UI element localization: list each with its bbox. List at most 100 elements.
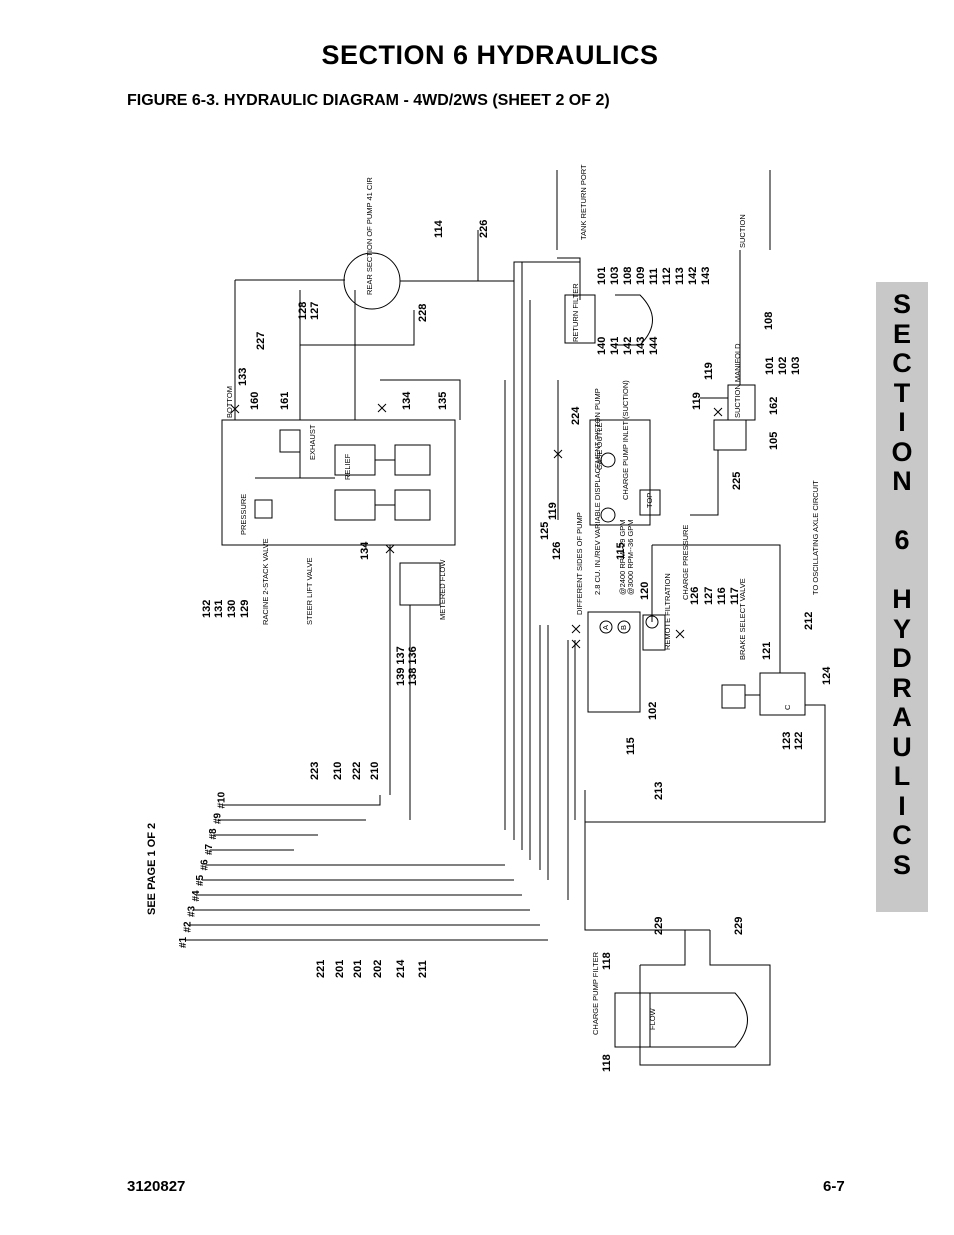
callout-number: 123 [781, 732, 793, 750]
diagram-text: @3000 RPM--36 GPM [626, 519, 635, 595]
diagram-text: BRAKE SELECT VALVE [738, 578, 747, 660]
return-filter-tube [615, 294, 653, 346]
tab-letter: Y [892, 613, 911, 644]
page-number: 6-7 [823, 1178, 845, 1195]
callout-number: 142 [622, 337, 634, 355]
suction-manifold-body [727, 384, 756, 421]
callout-number: 210 [332, 762, 344, 780]
callout-number: 103 [609, 267, 621, 285]
figure-title: FIGURE 6-3. HYDRAULIC DIAGRAM - 4WD/2WS … [127, 92, 610, 109]
port-label: #4 [191, 890, 202, 902]
callout-number: 128 [297, 302, 309, 320]
callout-number: 118 [601, 952, 613, 970]
tab-letter: S [892, 289, 911, 319]
line-229b [640, 930, 686, 966]
tab-letter: D [892, 643, 912, 673]
diagram-text: METERED FLOW [438, 559, 447, 620]
callout-number: 138 136 [407, 646, 419, 686]
callout-number: 160 [249, 392, 261, 410]
tab-letter: H [892, 584, 912, 614]
racine-valve-block [221, 419, 456, 546]
tab-letter: S [892, 849, 911, 880]
tab-letter: E [892, 318, 911, 349]
diagram-text: TANK RETURN PORT [579, 164, 588, 240]
callout-number: 139 137 [395, 646, 407, 686]
diagram-text: CHARGE PUMP INLET (SUCTION) [621, 380, 630, 500]
tank-return-line [557, 257, 581, 300]
diagram-text: @2400 RPM--29 GPM [618, 519, 627, 595]
callout-number: 134 [359, 541, 371, 560]
callout-number: 140 [596, 337, 608, 355]
tab-letter: T [893, 377, 911, 408]
callout-number: 201 [352, 960, 364, 978]
tab-letter: C [892, 820, 912, 850]
diagram-text: A [601, 625, 610, 630]
callout-number: 101 [764, 357, 776, 375]
tab-letter: I [898, 407, 906, 437]
valve-spool-lower [394, 444, 431, 476]
diagram-text: REAR SECTION OF PUMP 41 CIR [365, 177, 374, 295]
callout-number: 116 [716, 587, 728, 605]
line-228 [300, 310, 415, 346]
callout-number: 125 [539, 522, 551, 540]
diagram-text: 2.8 CU. IN./REV VARIABLE DISPLACEMENT PI… [593, 388, 602, 595]
tab-letter: R [892, 672, 912, 703]
callout-number: 229 [733, 917, 745, 935]
tab-letter: I [898, 790, 906, 821]
strainer-body [713, 419, 747, 451]
callout-number: 227 [255, 332, 267, 350]
port-label: #6 [200, 859, 211, 871]
callout-number: 214 [395, 959, 407, 978]
callout-number: 143 [635, 337, 647, 355]
callout-number: 228 [417, 304, 429, 322]
callout-number: 142 [687, 267, 699, 285]
callout-number: 120 [639, 582, 651, 600]
tab-letter: U [892, 731, 912, 762]
diagram-text: B [619, 625, 628, 630]
line-225 [690, 450, 719, 516]
valve-spool-upper [334, 444, 376, 476]
callout-number: 143 [700, 267, 712, 285]
diagram-text: SUCTION [738, 214, 747, 248]
tank-outline [556, 170, 771, 250]
callout-number: 133 [237, 368, 249, 386]
callout-number: 108 [763, 312, 775, 330]
callout-number: 103 [790, 357, 802, 375]
diagram-text: RETURN FILTER [571, 283, 580, 342]
port-label: #5 [195, 874, 206, 886]
tab-letter: O [891, 436, 913, 467]
remote-filtration-body [642, 614, 666, 651]
diagram-text: FLOW [648, 1007, 657, 1030]
callout-number: 201 [334, 960, 346, 978]
port-label: #1 [178, 936, 189, 948]
callout-number: 109 [635, 267, 647, 285]
relief-valve [254, 499, 273, 519]
callout-number: 212 [803, 612, 815, 630]
pump-top-box [639, 489, 661, 516]
port-b [617, 620, 631, 634]
port-a [599, 620, 613, 634]
valve-lines-top [234, 280, 461, 420]
callout-number: 102 [647, 702, 659, 720]
bundle-lines [504, 262, 576, 900]
callout-number: 161 [279, 392, 291, 410]
callout-number: 108 [622, 267, 634, 285]
callout-number: 141 [609, 337, 621, 355]
diagram-text: CHARGE PRESSURE [681, 525, 690, 600]
valve-spool-upper2 [334, 489, 376, 521]
callout-number: 223 [309, 762, 321, 780]
callout-number: 222 [351, 762, 363, 780]
diagram-text: EXHAUST [308, 424, 317, 460]
callout-number: 127 [703, 587, 715, 605]
callout-number: 211 [417, 960, 429, 978]
callout-number: 119 [703, 362, 715, 380]
port-label: #8 [208, 828, 219, 840]
valve-internal [255, 452, 395, 506]
callout-number: 122 [793, 732, 805, 750]
callout-number: 210 [369, 762, 381, 780]
callout-number: 102 [777, 357, 789, 375]
callout-number: 111 [648, 268, 660, 285]
callout-number: 224 [570, 406, 582, 425]
